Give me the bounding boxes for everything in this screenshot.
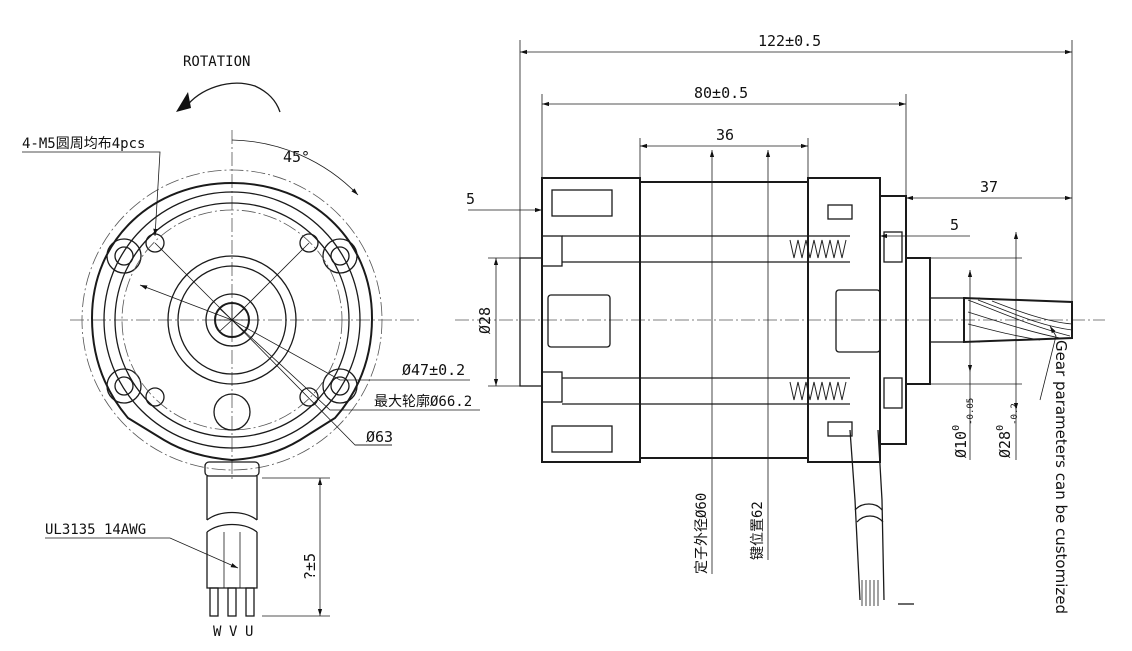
wire-label-w: W — [213, 624, 222, 640]
body-length-label: 80±0.5 — [694, 84, 748, 102]
wire-label-u: U — [245, 624, 253, 640]
boss-dia-label: Ø28 — [476, 307, 494, 334]
rear-cap-tab-top — [551, 189, 613, 217]
stator-length-label: 36 — [716, 126, 734, 144]
cable-gland — [204, 461, 260, 477]
side-view: 122±0.5 80±0.5 36 5 37 5 Ø28 定子外径Ø60 键位置… — [455, 32, 1105, 614]
shaft-dia-sup: 0 — [951, 425, 962, 431]
mounting-ears — [106, 238, 358, 404]
boss-dia-right-sup: 0 — [995, 425, 1006, 431]
shaft-dia-sub: -0.05 — [966, 398, 976, 425]
lead-length-label: ?±5 — [301, 553, 319, 580]
hub-outer — [167, 255, 297, 385]
max-outline-circle — [81, 169, 383, 471]
max-outline-label: 最大轮廓Ø66.2 — [374, 393, 472, 410]
shaft-length-label: 37 — [980, 178, 998, 196]
coil-windings — [789, 239, 847, 401]
angle-label: 45° — [283, 148, 310, 166]
wire-label-v: V — [229, 624, 238, 640]
rear-bearing — [547, 294, 611, 348]
shaft-dia-base: Ø10 — [952, 431, 970, 458]
housing-face — [114, 202, 350, 438]
front-boss — [905, 257, 931, 385]
shaft-gear-side — [963, 296, 1073, 344]
flange-thickness-label: 5 — [466, 190, 475, 208]
boss-dia-right-sub: -0.2 — [1010, 403, 1020, 425]
overall-length-label: 122±0.5 — [758, 32, 821, 50]
rear-cap-tab-bottom — [551, 425, 613, 453]
wire-bundle — [206, 476, 258, 617]
rear-boss — [519, 257, 543, 387]
rotation-label: ROTATION — [183, 54, 250, 70]
front-view: ROTATION 45° 4-M5圆周均布4pcs Ø47±0.2 最大轮廓Ø6… — [22, 54, 480, 640]
vent-feature — [213, 393, 251, 431]
rotation-arrow-head — [176, 92, 191, 112]
mounting-holes-label: 4-M5圆周均布4pcs — [22, 136, 145, 152]
wire-spec-label: UL3135 14AWG — [45, 522, 146, 538]
boss-dia-right-base: Ø28 — [996, 431, 1014, 458]
stator-od-label: 定子外径Ø60 — [694, 493, 710, 574]
m5-holes — [145, 233, 319, 407]
front-bearing — [835, 289, 881, 353]
rotation-arrow — [184, 82, 281, 113]
hub-step — [177, 265, 287, 375]
shaft-dia-label: Ø100 -0.05 — [951, 398, 976, 458]
rear-end-cap — [541, 177, 641, 463]
pitch-circle-label: Ø47±0.2 — [402, 361, 465, 379]
gear-note: Gear parameters can be customized — [1052, 340, 1070, 614]
housing-inner-ring — [103, 191, 361, 449]
shaft-boss — [205, 293, 259, 347]
housing-outline — [90, 181, 374, 462]
boss-dia-right-label: Ø280 -0.2 — [995, 403, 1020, 458]
key-position-label: 键位置62 — [750, 501, 766, 560]
shaft-step-label: 5 — [950, 216, 959, 234]
outer-dia-label: Ø63 — [366, 428, 393, 446]
side-cable — [849, 429, 885, 606]
